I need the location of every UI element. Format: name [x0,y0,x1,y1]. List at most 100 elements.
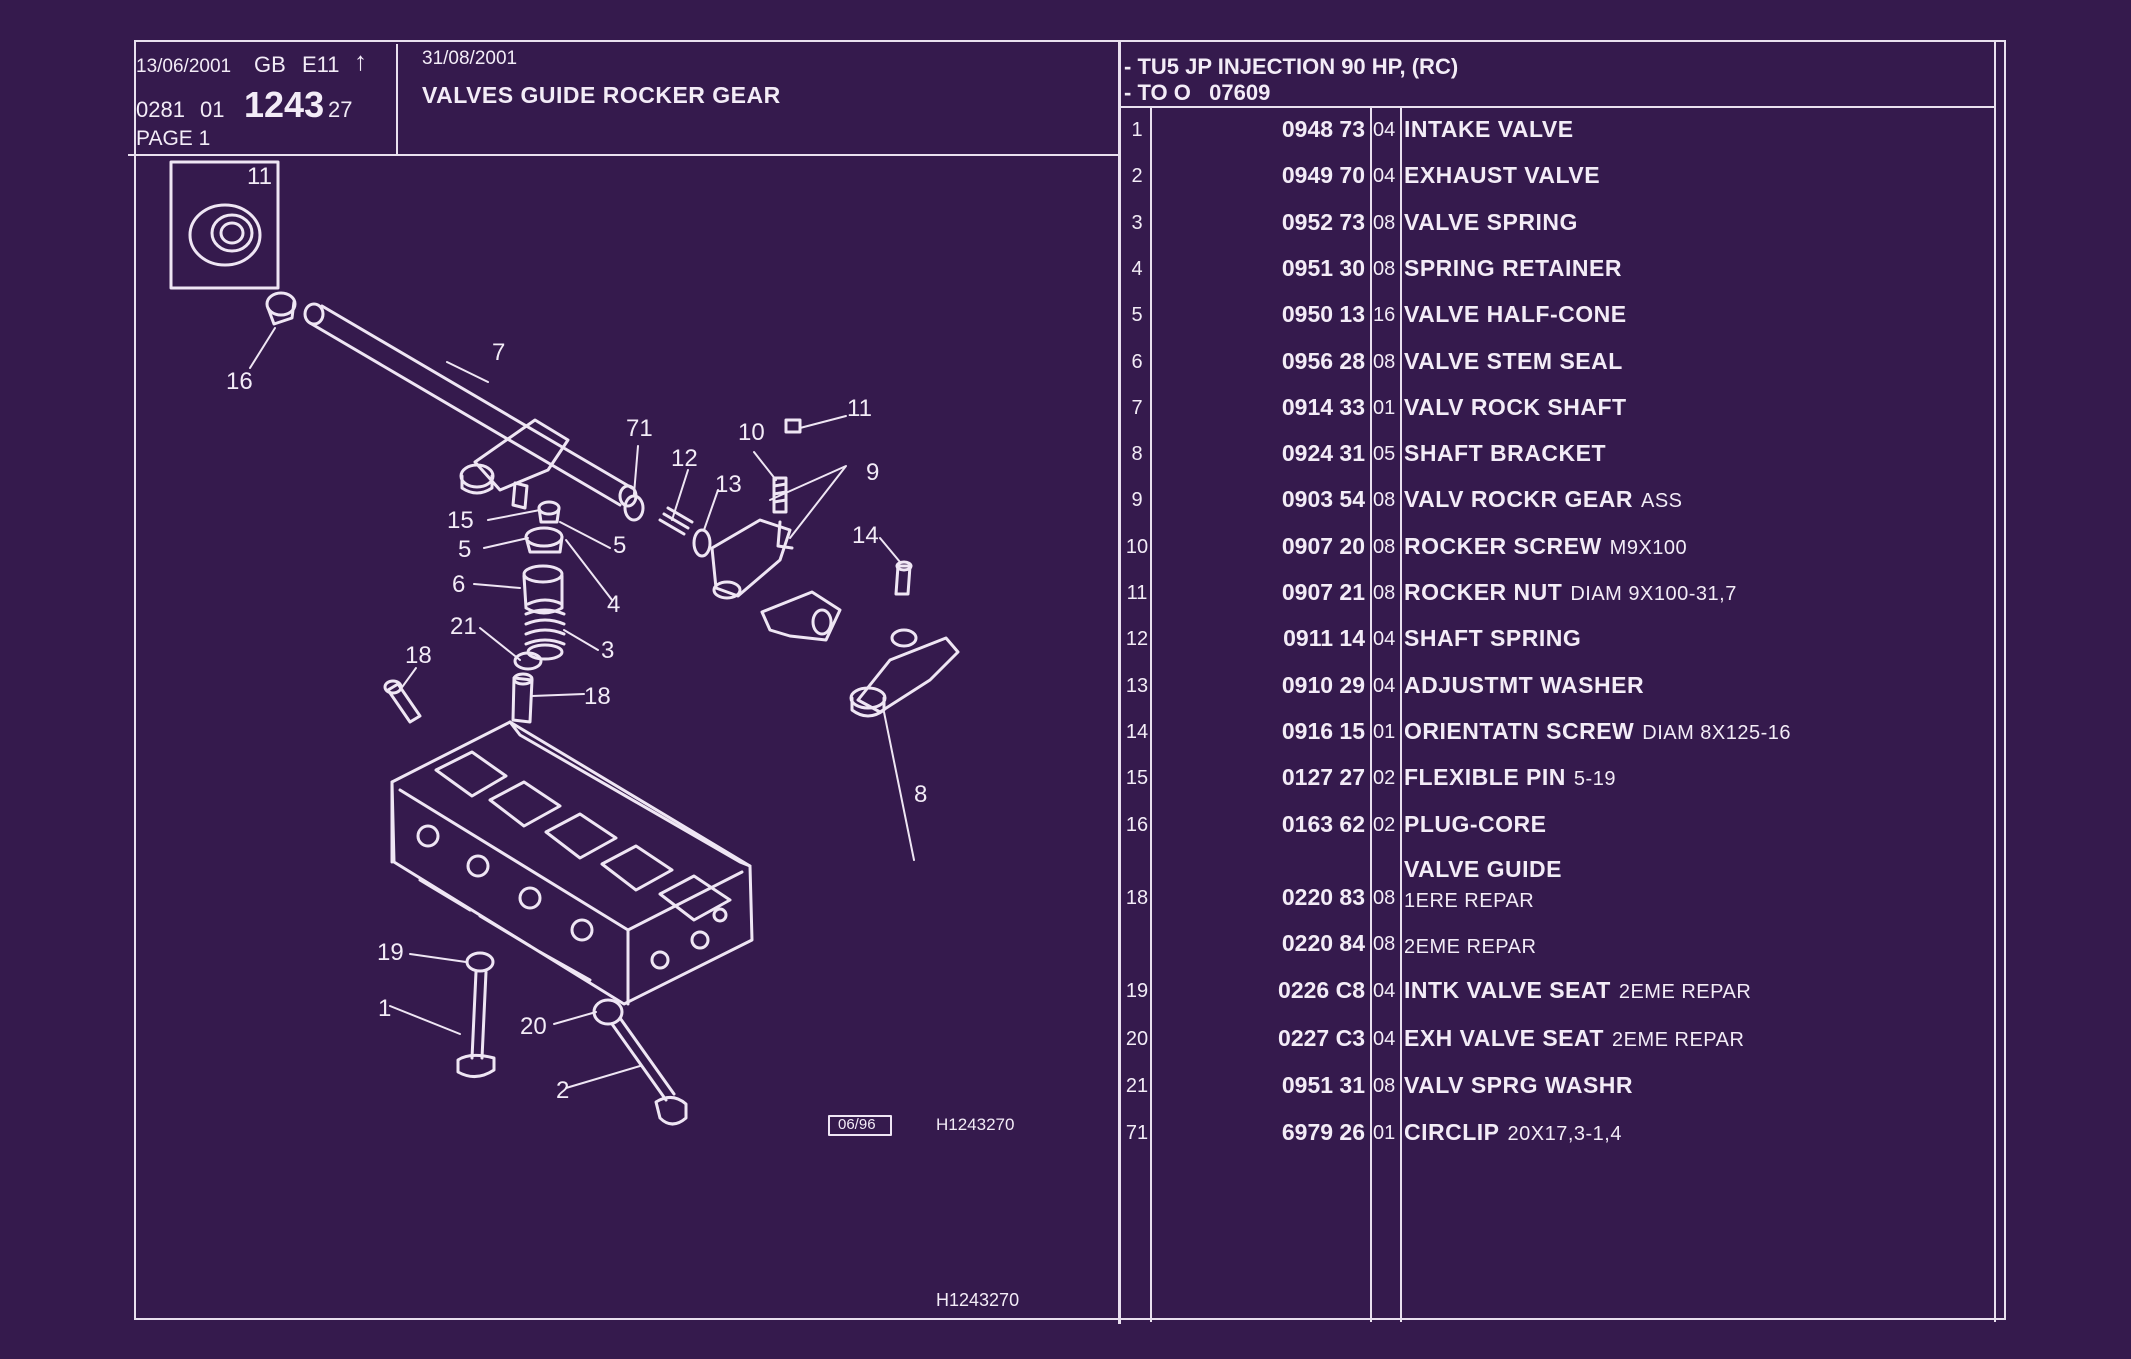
callout-9: 9 [866,459,880,486]
part-quantity: 04 [1373,675,1396,697]
intake-valve-icon [456,970,496,1078]
callout-14: 14 [852,522,879,549]
plate-suffix: 27 [328,97,353,122]
part-name: VALVE SPRING [1404,209,1578,235]
item-number: 21 [1125,1075,1149,1097]
callout-1: 1 [378,995,392,1022]
part-description: VALV ROCK SHAFT [1404,394,1635,421]
part-code: 0924 31 [1281,440,1365,466]
up-arrow-icon: ↑ [354,46,367,76]
callout-4: 4 [607,591,621,618]
callout-15: 15 [447,507,474,534]
plug-core-icon [265,291,297,326]
callout-19: 19 [377,939,404,966]
rocker-screw-icon [772,476,788,514]
adjustment-washer-icon [692,528,712,558]
figure-reference: H1243270 [936,1115,1015,1134]
part-name: FLEXIBLE PIN [1404,764,1566,790]
part-spec: 5-19 [1573,768,1616,790]
stamp-box [828,1115,892,1136]
part-name: ROCKER SCREW [1404,533,1602,559]
part-spec: M9X100 [1609,537,1688,559]
item-number: 3 [1131,212,1143,234]
issue-date: 13/06/2001 [136,56,232,77]
item-number: 13 [1125,675,1149,697]
col-line-desc-right [1994,40,1996,1322]
part-description: 2EME REPAR [1404,932,1536,959]
shaft-bracket-icon [459,418,570,495]
part-spec: 2EME REPAR [1618,981,1752,1003]
part-quantity: 08 [1373,351,1396,373]
part-description: SPRING RETAINER [1404,255,1630,282]
callout-5-right: 5 [613,532,627,559]
item-number: 4 [1131,258,1143,280]
col-line-qty-right [1400,108,1402,1322]
plate-number: 1243 [244,84,325,125]
part-quantity: 16 [1373,304,1396,326]
rocker-nut-icon [188,203,262,267]
part-quantity: 04 [1373,119,1396,141]
item-number: 14 [1125,721,1149,743]
item-number: 20 [1125,1028,1149,1050]
part-description: SHAFT SPRING [1404,625,1589,652]
part-quantity: 02 [1373,767,1396,789]
part-code: 0903 54 [1281,486,1365,512]
part-quantity: 04 [1373,628,1396,650]
guide-heading: VALVE GUIDE [1404,856,1562,882]
header-divider-left [128,154,1118,156]
circlip-icon [623,494,645,522]
part-name: EXHAUST VALVE [1404,162,1601,188]
figure-reference-bottom: H1243270 [936,1290,1020,1310]
part-name: SHAFT SPRING [1404,625,1582,651]
part-quantity: 04 [1373,1028,1396,1050]
part-code: 0951 31 [1281,1072,1365,1098]
item-number: 5 [1131,304,1143,326]
orientation-screw-icon [894,560,913,596]
part-quantity: 08 [1373,212,1396,234]
valve-stem-seal-icon [522,564,564,615]
part-quantity: 01 [1373,721,1396,743]
part-description: INTAKE VALVE [1404,116,1582,143]
part-name: VALV SPRG WASHR [1404,1072,1633,1098]
part-quantity: 02 [1373,814,1396,836]
item-number: 7 [1131,397,1143,419]
part-spec: 2EME REPAR [1404,936,1537,958]
item-number: 10 [1125,536,1149,558]
part-code: 0956 28 [1281,348,1365,374]
item-number: 6 [1131,351,1143,373]
callout-13: 13 [715,471,742,498]
valve-half-cone-icon [537,500,561,524]
part-name: VALVE HALF-CONE [1404,301,1627,327]
part-spec: ASS [1641,490,1683,512]
part-code: 6979 26 [1281,1119,1365,1145]
part-code: 0910 29 [1281,672,1365,698]
part-code: 0911 14 [1283,625,1365,651]
page-label: PAGE 1 [136,127,211,150]
part-code: 0226 C8 [1278,977,1365,1003]
rocker-shaft-icon [303,302,638,508]
part-description: PLUG-CORE [1404,811,1555,838]
callout-11-inset: 11 [247,163,272,190]
part-quantity: 08 [1373,933,1396,955]
part-quantity: 08 [1373,887,1396,909]
part-quantity: 01 [1373,397,1396,419]
header-divider-right [1118,106,1994,108]
part-code: 0907 20 [1281,533,1365,559]
part-spec: DIAM 9X100-31,7 [1570,583,1737,605]
part-code: 0220 83 [1281,884,1365,910]
part-quantity: 08 [1373,582,1396,604]
part-quantity: 05 [1373,443,1396,465]
ref-number-b: 01 [200,97,225,122]
part-description: VALVE SPRING [1404,209,1586,236]
part-code: 0951 30 [1281,255,1365,281]
part-code: 0949 70 [1281,162,1365,188]
callout-71: 71 [626,415,653,442]
part-code: 0952 73 [1281,209,1365,235]
rocker-arm-icon [710,518,794,600]
part-name: PLUG-CORE [1404,811,1547,837]
rocker-arm-icon-b [760,590,842,642]
item-number: 1 [1131,119,1143,141]
part-description: FLEXIBLE PIN 5-19 [1404,764,1616,791]
